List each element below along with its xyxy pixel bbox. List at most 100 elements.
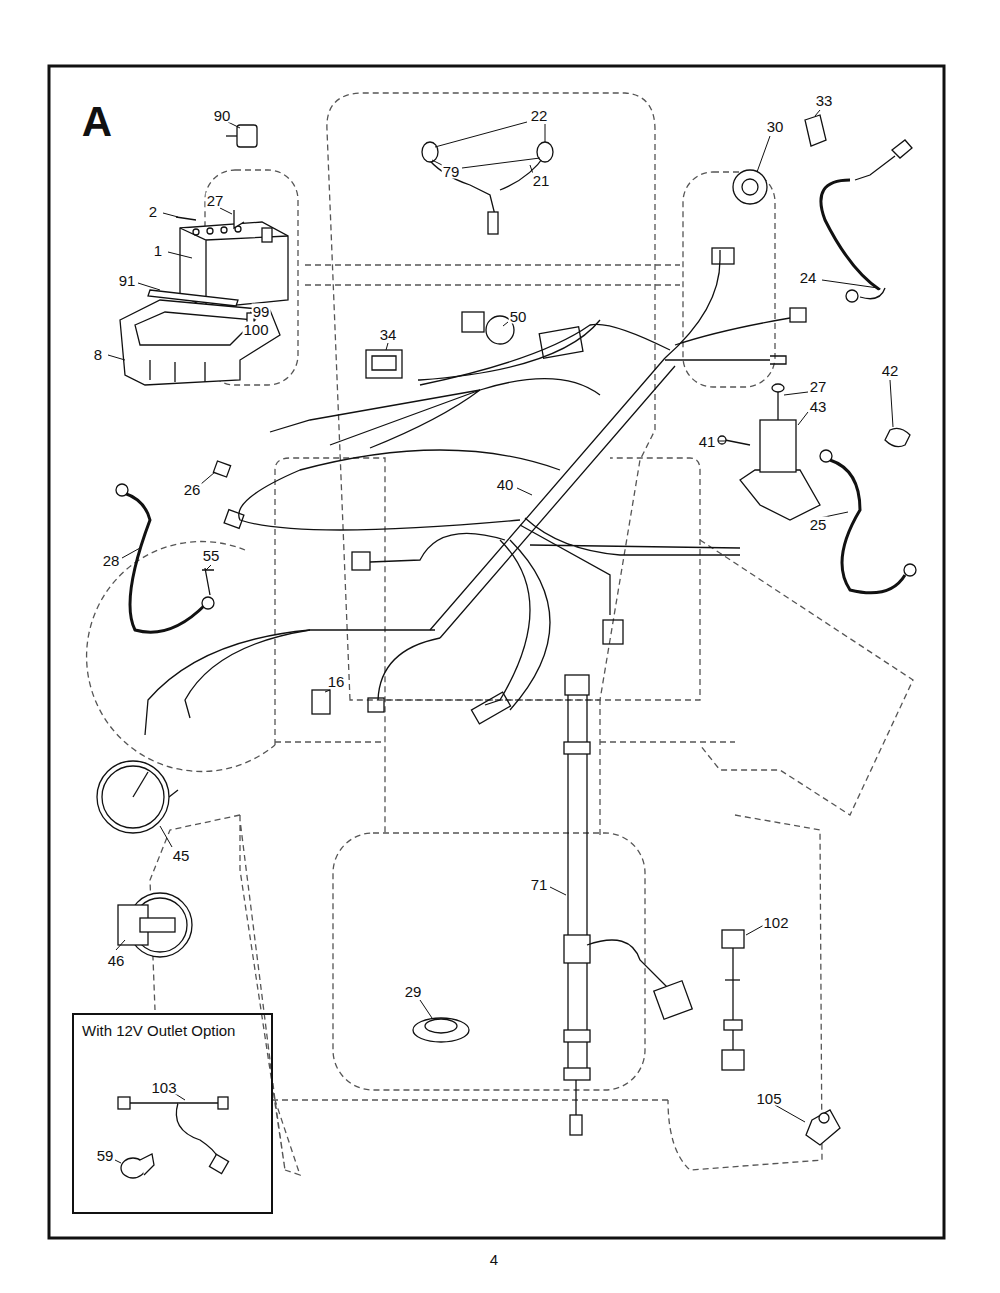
ignition-parts <box>821 180 880 290</box>
headlights <box>488 212 498 234</box>
terminals <box>312 690 330 714</box>
part-102 <box>724 1020 742 1030</box>
callout-number: 103 <box>150 1080 177 1095</box>
tractor-outline <box>87 541 275 771</box>
switches <box>372 356 396 370</box>
tractor-outline <box>333 833 645 1090</box>
callout-number: 105 <box>755 1091 782 1106</box>
callout-number: 42 <box>881 363 900 378</box>
outlet-option <box>118 1097 130 1109</box>
wire-harness <box>770 356 786 364</box>
wire-harness <box>525 518 740 555</box>
harness-71 <box>654 981 692 1019</box>
callout-number: 16 <box>327 674 346 689</box>
tractor-outline <box>150 815 285 1170</box>
callout-number: 91 <box>118 273 137 288</box>
leader-line <box>784 392 808 395</box>
inset-heading: With 12V Outlet Option <box>74 1015 271 1039</box>
solenoid <box>725 440 750 445</box>
tractor-outline <box>275 458 385 835</box>
grommet-29 <box>413 1018 469 1042</box>
callout-number: 71 <box>530 877 549 892</box>
figure-letter: A <box>81 101 113 143</box>
outlet-option <box>130 1102 218 1103</box>
harness-71 <box>575 1080 576 1115</box>
callout-number: 55 <box>202 548 221 563</box>
tractor-outline <box>275 700 735 742</box>
gauges <box>169 790 178 797</box>
wire-harness <box>145 630 435 735</box>
leader-line <box>757 136 770 172</box>
battery <box>193 229 199 235</box>
battery <box>207 228 213 234</box>
leader-line <box>815 110 820 116</box>
outlet-option <box>218 1097 228 1109</box>
tractor-outline <box>327 93 655 700</box>
wire-harness <box>239 450 560 530</box>
callout-number: 46 <box>107 953 126 968</box>
callout-number: 40 <box>496 477 515 492</box>
terminals <box>820 450 832 462</box>
cables <box>124 493 205 632</box>
leader-line <box>503 322 508 326</box>
harness-71 <box>564 1068 590 1080</box>
leader-line <box>775 1105 805 1122</box>
wire-harness <box>185 630 310 718</box>
harness-71 <box>564 675 692 1135</box>
wire-harness <box>145 248 806 735</box>
gauges <box>133 772 148 797</box>
battery-tray <box>148 290 238 306</box>
frame <box>49 66 944 1238</box>
callout-number: 59 <box>96 1148 115 1163</box>
wire-harness <box>368 698 384 712</box>
terminals <box>202 597 214 609</box>
page-number: 4 <box>489 1252 499 1267</box>
tractor-outline <box>275 1100 300 1175</box>
ignition-parts <box>742 179 758 195</box>
leader-line <box>206 565 211 570</box>
callout-number: 8 <box>93 347 103 362</box>
leader-line <box>138 283 160 290</box>
harness-71 <box>570 1115 582 1135</box>
solenoid <box>718 436 726 444</box>
battery-tray <box>150 360 205 382</box>
wire-harness <box>378 638 440 700</box>
callout-number: 22 <box>530 108 549 123</box>
battery <box>176 210 244 228</box>
leader-line <box>122 548 140 558</box>
callout-number: 45 <box>172 848 191 863</box>
wire-harness <box>352 552 370 570</box>
wire-harness <box>418 320 600 380</box>
option-inset-box: With 12V Outlet Option <box>72 1013 273 1214</box>
leader-line <box>108 355 125 360</box>
leader-line <box>890 380 893 427</box>
leader-line <box>201 472 215 484</box>
leader-line <box>108 110 893 1163</box>
wire-harness <box>224 510 244 529</box>
solenoid <box>760 420 796 472</box>
switches <box>539 327 583 359</box>
leader-line <box>746 925 764 935</box>
terminals <box>904 564 916 576</box>
wire-harness <box>790 308 806 322</box>
headlights <box>422 142 438 162</box>
tractor-outline <box>700 540 913 815</box>
battery <box>262 228 272 242</box>
callout-number: 30 <box>766 119 785 134</box>
ignition-parts <box>805 115 826 146</box>
callout-number: 50 <box>509 309 528 324</box>
battery <box>221 227 227 233</box>
callout-number: 24 <box>799 270 818 285</box>
battery-tray <box>120 290 280 385</box>
leader-line <box>550 887 566 895</box>
terminals <box>213 461 230 477</box>
harness-71 <box>565 675 589 695</box>
headlights <box>537 142 553 162</box>
grommet-29 <box>425 1019 457 1033</box>
part-102 <box>806 1110 840 1145</box>
outlet-option <box>209 1154 228 1173</box>
gauges <box>97 761 192 957</box>
wire-harness <box>370 533 505 562</box>
harness-71 <box>564 935 590 963</box>
tractor-outline <box>272 815 822 1170</box>
